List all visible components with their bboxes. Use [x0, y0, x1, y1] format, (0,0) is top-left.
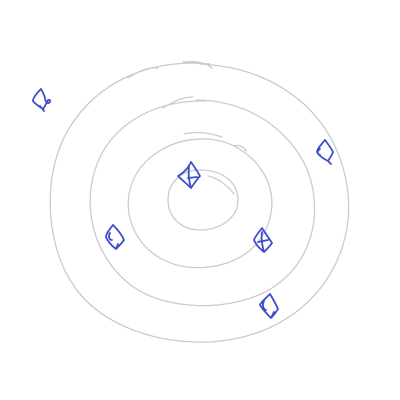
markers-group: [32, 88, 334, 319]
outer-ring: [49, 61, 350, 343]
marker-right: [316, 139, 334, 165]
marker-center: [177, 161, 201, 189]
third-ring: [127, 131, 273, 269]
marker-left: [105, 224, 125, 250]
marker-top-left: [32, 88, 51, 112]
second-ring: [89, 96, 316, 307]
marker-bottom-right: [259, 293, 279, 319]
marker-center-right: [253, 227, 273, 253]
inner-ring: [167, 169, 239, 231]
rings-group: [49, 61, 350, 343]
